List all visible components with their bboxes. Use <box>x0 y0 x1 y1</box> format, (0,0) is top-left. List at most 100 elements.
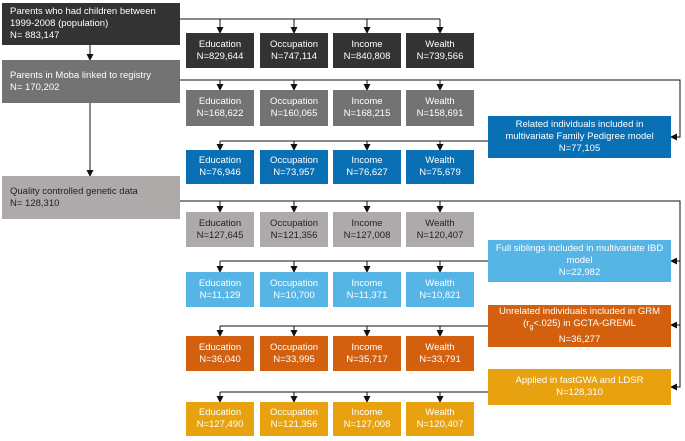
qc-to-fastgwa-connector <box>440 200 681 391</box>
metric-count: N=33,995 <box>273 353 315 365</box>
metric-label: Occupation <box>269 96 319 107</box>
metric-label: Income <box>351 341 383 353</box>
metric-count: N=120,407 <box>416 419 464 430</box>
metric-label: Wealth <box>425 217 455 229</box>
model-text: Unrelated individuals included in GRM <box>498 306 661 318</box>
metric-count: N=127,008 <box>343 229 391 241</box>
model-text-part: (r <box>523 318 530 330</box>
metric-count: N=10,821 <box>419 289 461 301</box>
metric-count: N=168,215 <box>343 108 391 119</box>
metric-count: N=10,700 <box>273 289 315 301</box>
metric-count: N=829,644 <box>196 50 244 62</box>
metric-label: Wealth <box>425 277 455 289</box>
metric-label: Income <box>351 96 383 107</box>
model-text: N=77,105 <box>558 143 601 154</box>
metric-label: Income <box>351 217 383 229</box>
metric-count: N=11,371 <box>346 289 388 301</box>
model-text: multivariate Family Pedigree model <box>505 131 654 142</box>
metric-label: Occupation <box>269 341 319 353</box>
metric-label: Education <box>198 96 242 107</box>
metric-count: N=739,566 <box>416 50 464 62</box>
metric-label: Wealth <box>425 407 455 418</box>
metric-label: Wealth <box>425 38 455 50</box>
metric-label: Income <box>351 407 383 418</box>
metric-label: Occupation <box>269 407 319 418</box>
metric-count: N=168,622 <box>196 108 244 119</box>
metric-count: N=158,691 <box>416 108 464 119</box>
metric-label: Wealth <box>425 96 455 107</box>
stage-text: 1999-2008 (population) <box>10 18 109 29</box>
metric-count: N=127,008 <box>343 419 391 430</box>
metric-label: Income <box>351 277 383 289</box>
metric-count: N=121,356 <box>270 229 318 241</box>
model-text: N=36,277 <box>558 333 601 345</box>
metric-label: Occupation <box>269 38 319 50</box>
model-text: N=22,982 <box>558 267 601 278</box>
metric-count: N=73,957 <box>273 167 315 178</box>
model-text-subscript: g <box>529 323 534 331</box>
model-text: model <box>566 255 593 266</box>
metric-label: Income <box>351 155 383 166</box>
model-text: Full siblings included in multivariate I… <box>495 243 664 254</box>
metric-count: N=121,356 <box>270 419 318 430</box>
model-text: (rg<.025) in GCTA-GREML <box>523 318 636 334</box>
metric-label: Wealth <box>425 341 455 353</box>
model-text: N=128,310 <box>556 387 603 398</box>
model-text: Related individuals included in <box>515 119 644 130</box>
model-box-ibd: Full siblings included in multivariate I… <box>488 240 671 282</box>
metric-label: Education <box>198 155 242 166</box>
metric-count: N=120,407 <box>416 229 464 241</box>
metric-label: Wealth <box>425 155 455 166</box>
metric-count: N=11,129 <box>199 289 241 301</box>
metric-label: Occupation <box>269 277 319 289</box>
metric-label: Education <box>198 38 242 50</box>
metric-count: N=75,679 <box>419 167 461 178</box>
stage-text: Quality controlled genetic data <box>10 185 138 197</box>
metric-count: N=36,040 <box>199 353 241 365</box>
metric-count: N=840,808 <box>343 50 391 62</box>
metric-count: N=127,645 <box>196 229 244 241</box>
stage-text: N= 128,310 <box>10 197 60 209</box>
stage-text: N= 883,147 <box>10 30 60 41</box>
metric-count: N=76,627 <box>346 167 388 178</box>
metric-label: Occupation <box>269 155 319 166</box>
stage-text: N= 170,202 <box>10 81 60 93</box>
metric-label: Occupation <box>269 217 319 229</box>
metric-label: Education <box>198 407 242 418</box>
metric-count: N=160,065 <box>270 108 318 119</box>
model-text-part: <.025) in GCTA-GREML <box>533 318 636 330</box>
metric-count: N=33,791 <box>419 353 461 365</box>
metric-count: N=127,490 <box>196 419 244 430</box>
metric-label: Education <box>198 341 242 353</box>
metric-count: N=747,114 <box>270 50 318 62</box>
metric-count: N=76,946 <box>199 167 241 178</box>
